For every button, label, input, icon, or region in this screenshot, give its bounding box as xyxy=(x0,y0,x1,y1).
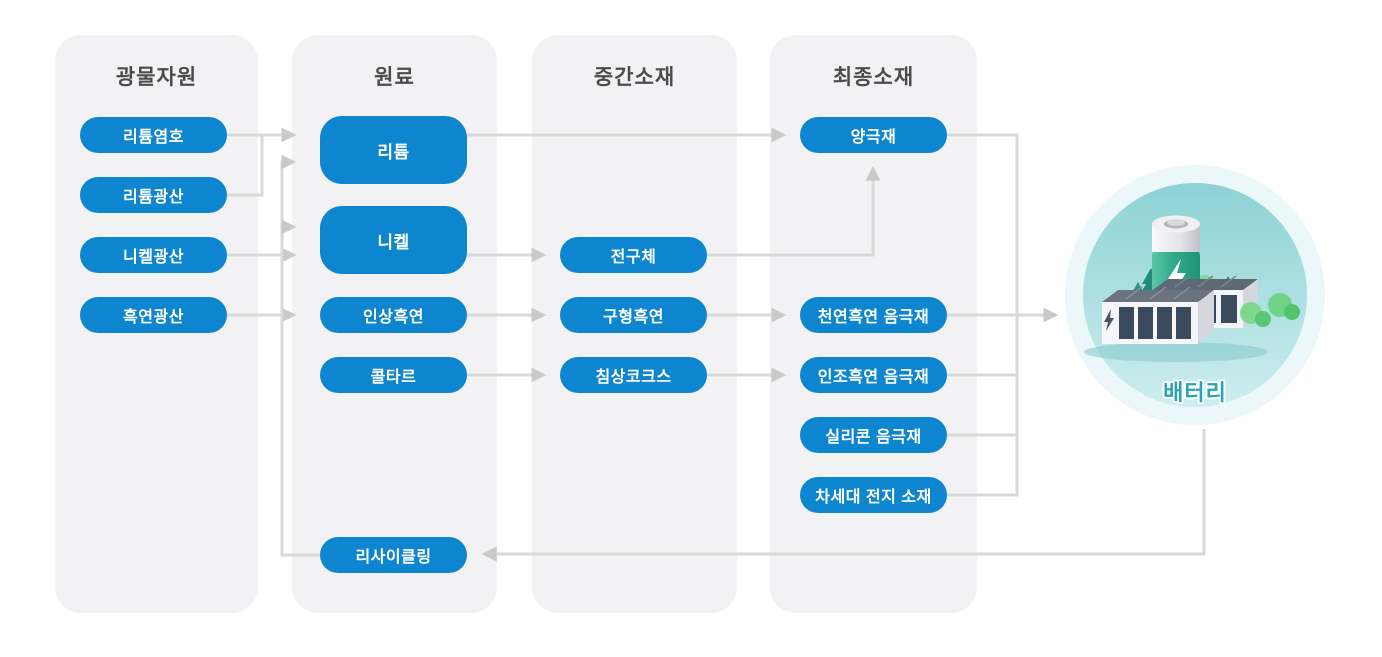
bush-icons-front xyxy=(1240,293,1300,327)
column-title-final-materials: 최종소재 xyxy=(832,66,915,89)
node-artificial-graphite-anode: 인조흑연 음극재 xyxy=(800,357,947,393)
storage-container-row-front xyxy=(1102,286,1214,344)
battery-label: 배터리 xyxy=(1163,380,1227,405)
column-title-mineral-resources: 광물자원 xyxy=(115,66,198,89)
node-spherical-graphite: 구형흑연 xyxy=(560,297,707,333)
node-nickel-mine: 니켈광산 xyxy=(80,237,227,273)
node-silicon-anode: 실리콘 음극재 xyxy=(800,417,947,453)
column-title-intermediate-materials: 중간소재 xyxy=(593,66,676,89)
node-precursor: 전구체 xyxy=(560,237,707,273)
container-bolt-icon xyxy=(1104,309,1114,331)
edge-battery-to-recycling xyxy=(481,429,1206,562)
node-cathode-material: 양극재 xyxy=(800,117,947,153)
lightning-bolt-icon xyxy=(1166,259,1186,297)
edge-recycling-to-lithium xyxy=(280,154,320,557)
node-lithium-brine: 리튬염호 xyxy=(80,117,227,153)
node-graphite-mine: 흑연광산 xyxy=(80,297,227,333)
node-natural-graphite-anode: 천연흑연 음극재 xyxy=(800,297,947,333)
node-lithium-mine: 리튬광산 xyxy=(80,177,227,213)
node-flake-graphite: 인상흑연 xyxy=(320,297,467,333)
node-next-gen-battery-material: 차세대 전지 소재 xyxy=(800,477,947,513)
node-nickel: 니켈 xyxy=(320,206,467,274)
column-title-raw-materials: 원료 xyxy=(374,66,415,89)
ground-shadow xyxy=(1084,342,1268,362)
connector-lines xyxy=(227,127,1206,562)
node-recycling: 리사이클링 xyxy=(320,537,467,573)
edge-precursor-to-cathode xyxy=(707,165,881,257)
node-coal-tar: 콜타르 xyxy=(320,357,467,393)
node-lithium: 리튬 xyxy=(320,116,467,184)
edge-lithium-mine-merge xyxy=(227,135,264,197)
node-needle-coke: 침상코크스 xyxy=(560,357,707,393)
battery-energy-storage-icon xyxy=(1065,165,1325,425)
